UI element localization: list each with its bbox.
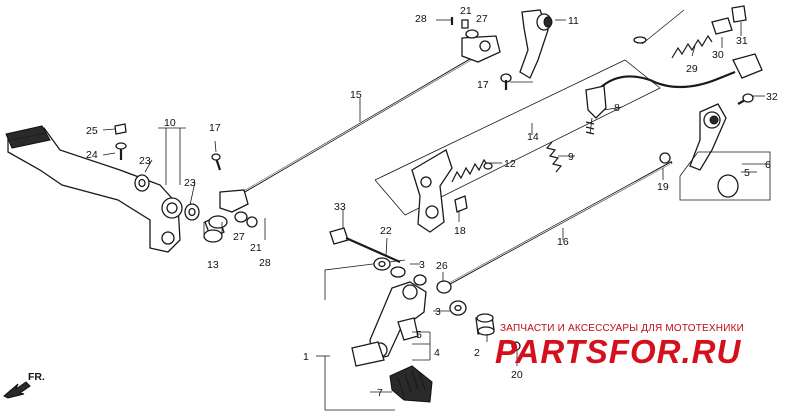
callout-16: 16 — [557, 236, 569, 248]
step-arm — [679, 93, 771, 201]
callout-labels: 1 2 3 3 4 5 5 6 7 8 9 10 11 12 13 14 15 … — [86, 5, 778, 399]
spring-9 — [545, 141, 563, 173]
callout-3-lower: 3 — [435, 306, 441, 318]
callout-28-left: 28 — [259, 257, 271, 269]
switch-parts-30-31 — [711, 5, 747, 35]
callout-14: 14 — [527, 131, 539, 143]
callout-18: 18 — [454, 225, 466, 237]
callout-10: 10 — [164, 117, 176, 129]
collar-2 — [475, 313, 495, 336]
callout-12: 12 — [504, 158, 516, 170]
front-direction-arrow: FR. — [3, 371, 45, 399]
bolt-33 — [329, 227, 401, 264]
return-spring-29 — [671, 34, 713, 59]
callout-9: 9 — [568, 151, 574, 163]
callout-29: 29 — [686, 63, 698, 75]
callout-31: 31 — [736, 35, 748, 47]
brake-light-switch — [585, 85, 607, 135]
callout-11: 11 — [568, 15, 579, 27]
callout-5-right: 5 — [744, 167, 750, 179]
callout-5-lower: 5 — [416, 329, 422, 341]
arm-assembly-box — [374, 59, 661, 216]
callout-26: 26 — [436, 260, 448, 272]
top-pin-hardware — [436, 17, 512, 90]
step-holder — [324, 259, 427, 411]
callout-19: 19 — [657, 181, 669, 193]
callout-24: 24 — [86, 149, 98, 161]
callout-20: 20 — [511, 369, 523, 381]
watermark-logo[interactable]: PARTSFOR.RU — [495, 333, 742, 370]
shift-rod — [437, 152, 673, 291]
callout-17-top: 17 — [477, 79, 489, 91]
brake-pedal — [5, 125, 183, 253]
brake-arm — [519, 9, 553, 79]
callout-32: 32 — [766, 91, 778, 103]
callout-3-upper: 3 — [419, 259, 425, 271]
callout-27-top: 27 — [476, 13, 488, 25]
callout-4: 4 — [434, 347, 440, 359]
callout-15: 15 — [350, 89, 362, 101]
callout-2: 2 — [474, 347, 480, 359]
callout-17-left: 17 — [209, 122, 221, 134]
brake-rod — [219, 35, 501, 213]
leader-lines — [102, 19, 770, 393]
callout-23-left: 23 — [139, 155, 151, 167]
callout-21-top: 21 — [460, 5, 472, 17]
callout-1: 1 — [303, 351, 309, 363]
callout-27-left: 27 — [233, 231, 245, 243]
pedal-hardware — [114, 123, 266, 243]
callout-13: 13 — [207, 259, 219, 271]
callout-23-right: 23 — [184, 177, 196, 189]
watermark-tagline: ЗАПЧАСТИ И АКСЕССУАРЫ ДЛЯ МОТОТЕХНИКИ — [500, 323, 745, 334]
callout-22: 22 — [380, 225, 392, 237]
callout-6: 6 — [765, 159, 771, 171]
callout-25: 25 — [86, 125, 98, 137]
pivot-arm — [411, 149, 493, 233]
callout-21-left: 21 — [250, 242, 262, 254]
callout-30: 30 — [712, 49, 724, 61]
callout-33: 33 — [334, 201, 346, 213]
front-direction-label: FR. — [28, 371, 45, 383]
callout-8: 8 — [614, 102, 620, 114]
callout-28-top: 28 — [415, 13, 427, 25]
cotter-pin-20 — [511, 341, 521, 351]
footpeg-7 — [389, 365, 433, 403]
rod-collars — [373, 257, 467, 341]
callout-7: 7 — [377, 387, 383, 399]
